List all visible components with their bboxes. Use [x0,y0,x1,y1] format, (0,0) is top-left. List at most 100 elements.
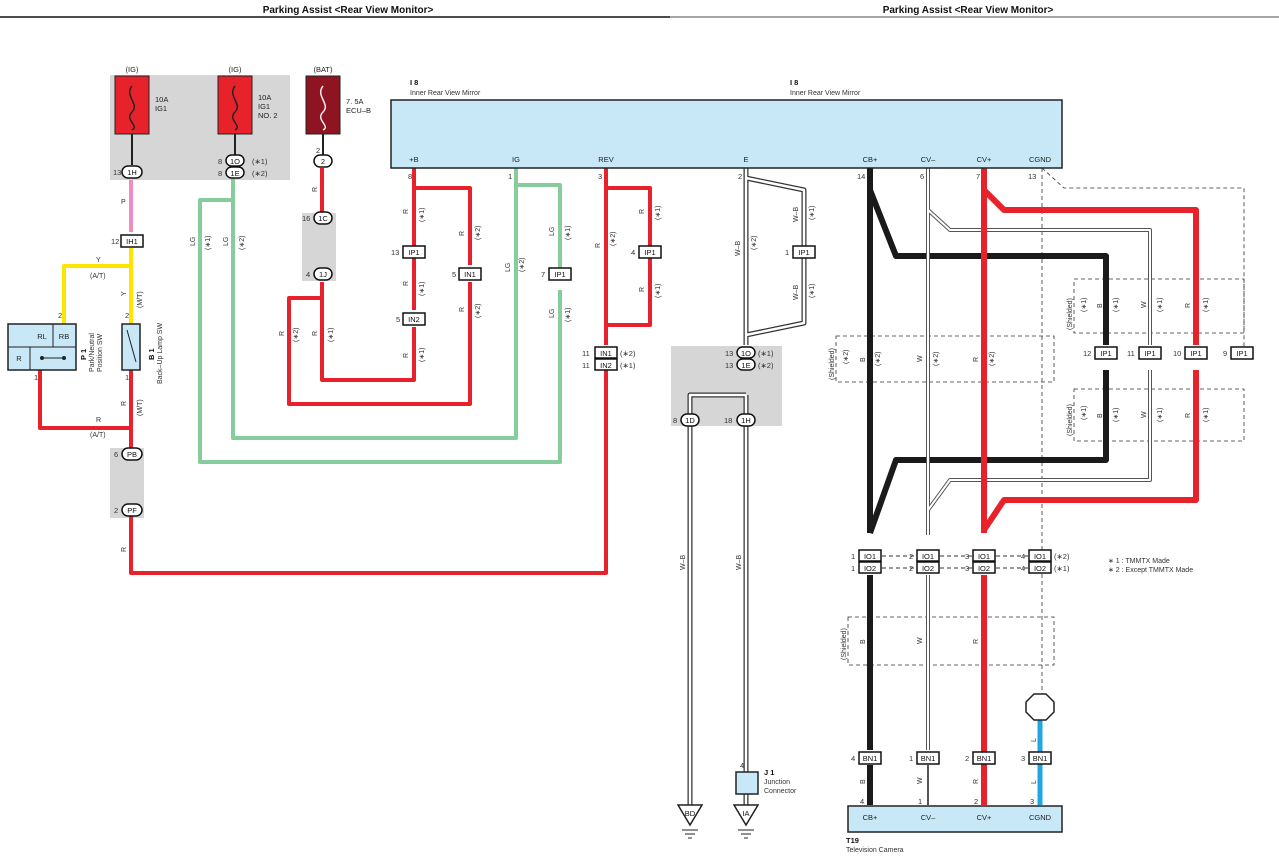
pin-6-pb: 6 [114,450,118,459]
conn-in2-a: IN2 [408,315,420,324]
wl-lg1: LG [190,237,197,246]
shield1-r-n2: (∗2) [989,352,996,366]
wire-red-cv1 [981,168,1199,345]
pin-9-ip1: 9 [1223,349,1227,358]
conn-ip1-b: IP1 [554,270,565,279]
pin-num-ig: 1 [508,172,512,181]
wl-r3: R [121,547,128,552]
pin-b: +B [409,155,418,164]
pin-2-pf: 2 [114,506,118,515]
conn-pf: PF [127,506,137,515]
pin-5-in2: 5 [396,315,400,324]
pin-2-p1: 2 [58,311,62,320]
cam-pnum-2: 1 [918,797,922,806]
pin-1-ip1: 1 [785,248,789,257]
shield-boxes [835,167,1245,708]
pin-18-1h: 18 [724,416,732,425]
conn-1h-b: 1H [741,416,751,425]
b1-name: Back–Up Lamp SW [157,323,164,384]
wl-lg4: LG [549,227,556,236]
pin-cvm: CV– [921,155,936,164]
wl-n2-f: (∗2) [519,258,526,272]
conn-1j: 1J [319,270,327,279]
fuse1-source: (IG) [126,65,139,74]
wl-r1: R [96,417,101,424]
wl-n2-a: (∗2) [239,236,246,250]
wl-n2-i: (∗2) [751,236,758,250]
legend: ∗ 1 : TMMTX Made ∗ 2 : Except TMMTX Made [1108,558,1193,574]
shield-box-4 [847,616,1055,666]
pin-10-ip1: 10 [1173,349,1181,358]
cgnd-shield-line [1041,167,1245,358]
conn-1c: 1C [318,214,328,223]
wire-black-cb1 [867,168,1109,345]
wire-red-b-2 [412,168,472,265]
pin-cgnd: CGND [1029,155,1052,164]
wl-mt1: (M/T) [137,291,144,308]
wl-r8: R [403,281,410,286]
wl-y1: Y [96,257,101,264]
shield1-n2: (∗2) [843,350,850,364]
conn-ip1-d: IP1 [798,248,809,257]
wires [38,168,1199,805]
ground-ia-label: IA [742,809,749,818]
pin-4-1j: 4 [306,270,310,279]
pin-numbers: 13 12 8 8 2 16 4 13 5 5 7 4 11 11 1 13 1… [34,146,1227,770]
shield1-b-n2: (∗2) [875,352,882,366]
pin-16-1c: 16 [302,214,310,223]
pin-13-1o: 13 [725,349,733,358]
pin-2-b1: 2 [125,311,129,320]
wire-red-p1 [38,370,133,450]
pin-8-1e: 8 [218,169,222,178]
connector-shapes [120,154,1254,765]
shield2-label: (Shielded) [1067,298,1074,330]
wl-r-bot: R [973,779,980,784]
wl-r13: R [639,209,646,214]
cam-pnum-4: 3 [1030,797,1034,806]
wire-red-bat-1 [320,282,416,382]
shield4-b: B [860,639,867,644]
pin-cbp: CB+ [863,155,878,164]
junction-connector-j1: J 1 Junction Connector [735,768,797,795]
pin-rev: REV [598,155,613,164]
wl-r12: R [595,243,602,248]
p1-cell-rb: RB [59,332,69,341]
p1-name1: Park/Neutral [89,333,96,372]
conn-in1-a: IN1 [464,270,476,279]
j1-id: J 1 [764,768,774,777]
pin-2-io1: 2 [909,552,913,561]
wl-y2: Y [121,291,128,296]
conn-1h: 1H [127,168,137,177]
fuse2-source: (IG) [229,65,242,74]
pin-num-e: 2 [738,172,742,181]
pin-1-b1: 1 [125,373,129,382]
wl-n1-c: (∗1) [328,328,335,342]
wl-n1-n: (∗1) [758,349,774,358]
wl-w-bot: W [917,777,924,784]
pin-8-1d: 8 [673,416,677,425]
j1-name1: Junction [764,779,790,786]
pin-13-1e: 13 [725,361,733,370]
wl-l1: L [1031,738,1038,742]
wl-lg2: LG [223,237,230,246]
shield3-r-n1: (∗1) [1203,408,1210,422]
pin-4-bn1: 4 [851,754,855,763]
cam-pin-cbp: CB+ [863,813,878,822]
camera-id: T19 [846,836,859,845]
wl-r7: R [403,209,410,214]
wl-n1-o: (∗1) [1054,564,1070,573]
shield3-r: R [1185,413,1192,418]
wire-green-3 [516,183,562,270]
pin-num-rev: 3 [598,172,602,181]
conn-io1-b: IO1 [922,552,934,561]
pin-12-ih1: 12 [111,237,119,246]
cam-pnum-1: 4 [860,797,864,806]
television-camera: CB+ CV– CV+ CGND 4 1 2 3 T19 Television … [846,797,1063,854]
wl-n2-h: (∗2) [620,349,636,358]
wl-p: P [121,199,126,206]
fuse-ig1-icon [129,85,135,131]
conn-ip1-e: IP1 [1100,349,1111,358]
p1-id: P 1 [79,349,88,360]
pin-4-ip1: 4 [631,248,635,257]
wl-lg3: LG [505,263,512,272]
